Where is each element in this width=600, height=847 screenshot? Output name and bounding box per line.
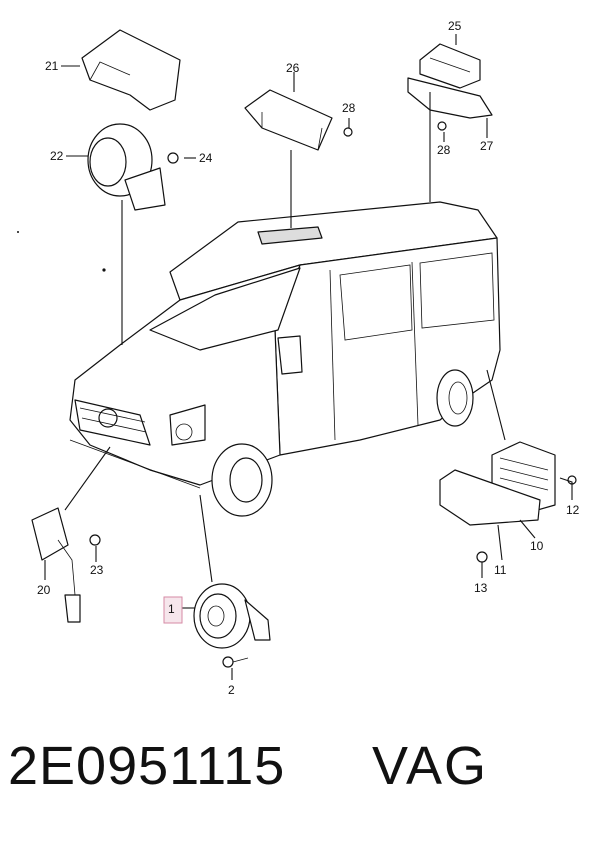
stray-dot [102, 268, 106, 272]
callout-22[interactable]: 22 [50, 149, 64, 163]
callout-25[interactable]: 25 [448, 19, 462, 33]
part-2-bolt [222, 656, 249, 668]
callout-20[interactable]: 20 [37, 583, 51, 597]
callout-24[interactable]: 24 [199, 151, 213, 165]
part-1-horn[interactable] [193, 583, 271, 649]
callout-12[interactable]: 12 [566, 503, 580, 517]
part-20-module [31, 507, 101, 623]
callout-23[interactable]: 23 [90, 563, 104, 577]
callout-2[interactable]: 2 [228, 683, 235, 697]
callout-27[interactable]: 27 [480, 139, 494, 153]
callout-1[interactable]: 1 [168, 602, 175, 616]
part-22-speaker [87, 123, 179, 211]
callout-11[interactable]: 11 [494, 563, 507, 577]
part-11-bracket [439, 469, 577, 563]
part-27-bracket [407, 77, 493, 131]
stray-dot-2 [17, 231, 19, 233]
callout-26[interactable]: 26 [286, 61, 300, 75]
part-26-tray [244, 89, 353, 151]
leader-lines [44, 34, 573, 680]
brand-label: VAG [372, 736, 489, 796]
part-number: 2E0951115 [8, 736, 286, 796]
footer: 2E0951115 VAG [0, 735, 600, 825]
callout-28-top[interactable]: 28 [342, 101, 356, 115]
part-25-lightbar [419, 43, 481, 89]
part-21-cover [81, 29, 181, 111]
callout-1-highlight [163, 596, 183, 624]
callout-28-right[interactable]: 28 [437, 143, 451, 157]
callout-13[interactable]: 13 [474, 581, 488, 595]
callout-21[interactable]: 21 [45, 59, 59, 73]
van-illustration [69, 201, 501, 517]
callout-10[interactable]: 10 [530, 539, 544, 553]
